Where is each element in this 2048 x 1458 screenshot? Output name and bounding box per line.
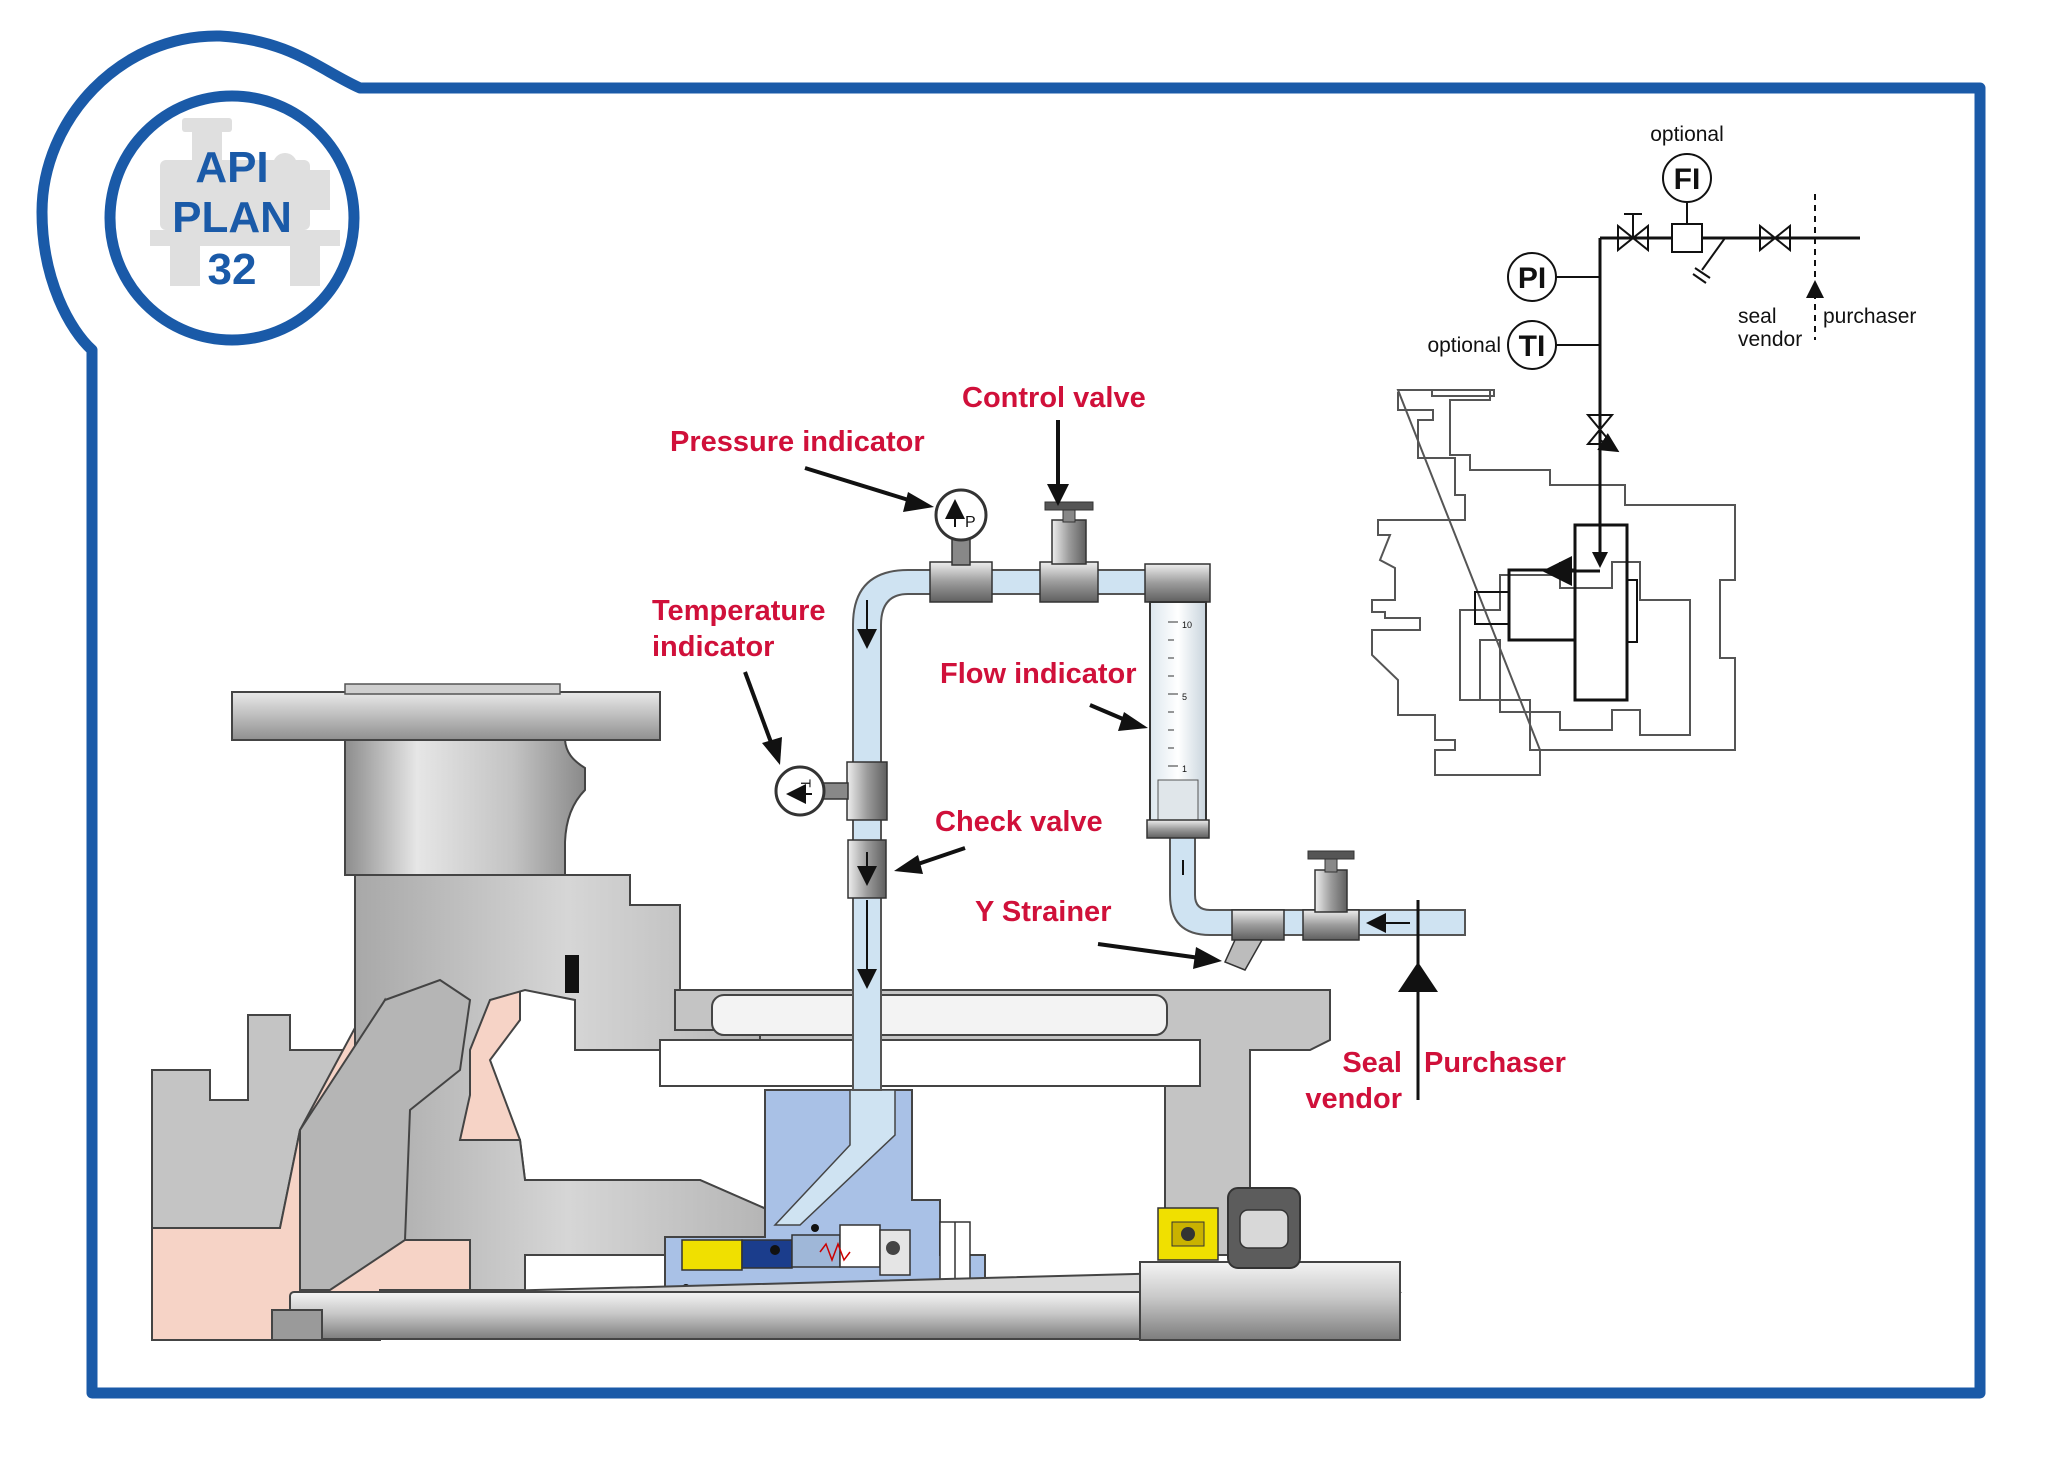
bracket-window (711, 994, 1168, 1036)
schematic-labels: optional FI PI TI optional seal vendor p… (1427, 123, 1916, 363)
badge-line-plan: PLAN (172, 193, 292, 242)
label-y-strainer: Y Strainer (975, 896, 1111, 928)
arrow-temperature-indicator (743, 671, 774, 746)
y-strainer (1223, 909, 1285, 971)
flowmeter-scale-1: 1 (1182, 764, 1187, 774)
gasket-black (565, 955, 579, 993)
flush-piping: P T 10 5 (774, 488, 1466, 1091)
schematic-valve-1 (1617, 223, 1649, 253)
schematic-optional-top: optional (1650, 123, 1724, 146)
schematic-ti-text: TI (1519, 330, 1546, 363)
outer-frame (36, 30, 1986, 1399)
shaft-nut (271, 1309, 323, 1341)
pressure-gauge-symbol: P (965, 514, 976, 531)
flowmeter-scale-5: 5 (1182, 692, 1187, 702)
flush-passage (773, 1089, 896, 1226)
label-temperature-indicator-2: indicator (652, 631, 774, 663)
tee-fitting-temperature (846, 761, 888, 821)
label-control-valve: Control valve (962, 382, 1146, 414)
label-seal-vendor-2: vendor (1305, 1083, 1402, 1115)
label-pressure-indicator: Pressure indicator (670, 426, 925, 458)
pump-cross-section (151, 683, 1402, 1341)
label-flow-indicator: Flow indicator (940, 658, 1137, 690)
schematic-fi-text: FI (1674, 163, 1701, 196)
bearing-roller (1239, 1209, 1289, 1249)
schematic-diagram (1371, 153, 1860, 776)
bracket-window-lower (659, 1039, 1201, 1087)
flange-raised-face (344, 683, 561, 695)
schematic-pump-outline (1371, 392, 1691, 776)
badge-line-number: 32 (208, 245, 257, 294)
api-plan-badge: API PLAN 32 (104, 90, 360, 346)
callouts: Control valve Pressure indicator Tempera… (652, 382, 1566, 1115)
inlet-valve (1302, 850, 1360, 941)
scope-boundary-arrow (1398, 900, 1438, 1100)
arrow-check-valve (914, 846, 966, 867)
impeller-shroud (299, 978, 472, 1291)
temperature-gauge: T (774, 765, 849, 817)
schematic-optional-left: optional (1427, 334, 1501, 357)
badge-line-api: API (195, 143, 268, 192)
label-temperature-indicator-1: Temperature (652, 595, 826, 627)
control-valve (1044, 501, 1094, 565)
schematic-valve-2 (1759, 223, 1791, 253)
badge-pump-watermark-icon (150, 118, 340, 286)
flow-arrows (857, 600, 1410, 989)
arrow-pressure-indicator (804, 466, 916, 504)
label-check-valve: Check valve (935, 806, 1103, 838)
arrow-y-strainer (1097, 942, 1201, 960)
schematic-purchaser: purchaser (1823, 305, 1916, 328)
mechanical-seal (681, 1221, 971, 1293)
check-valve (847, 839, 887, 899)
schematic-pi-text: PI (1518, 262, 1546, 295)
schematic-casing-right (1396, 389, 1736, 751)
tee-fitting-pressure (929, 561, 993, 603)
pressure-gauge: P (934, 488, 988, 566)
flowmeter-scale-10: 10 (1182, 620, 1192, 630)
schematic-fi-body (1671, 223, 1703, 253)
flow-indicator-rotameter: 10 5 1 (1144, 563, 1211, 839)
shaft-step-right (1139, 1261, 1401, 1341)
discharge-flange (231, 691, 661, 741)
tee-fitting-valve (1039, 561, 1099, 603)
discharge-neck (344, 739, 586, 876)
label-purchaser: Purchaser (1424, 1047, 1566, 1079)
schematic-seal-vendor-2: vendor (1738, 328, 1802, 351)
label-seal-vendor-1: Seal (1342, 1047, 1402, 1079)
secondary-seal (1157, 1207, 1219, 1261)
schematic-seal-vendor-1: seal (1738, 305, 1777, 328)
schematic-fi-circle (1662, 153, 1712, 203)
temperature-gauge-symbol: T (798, 779, 814, 788)
